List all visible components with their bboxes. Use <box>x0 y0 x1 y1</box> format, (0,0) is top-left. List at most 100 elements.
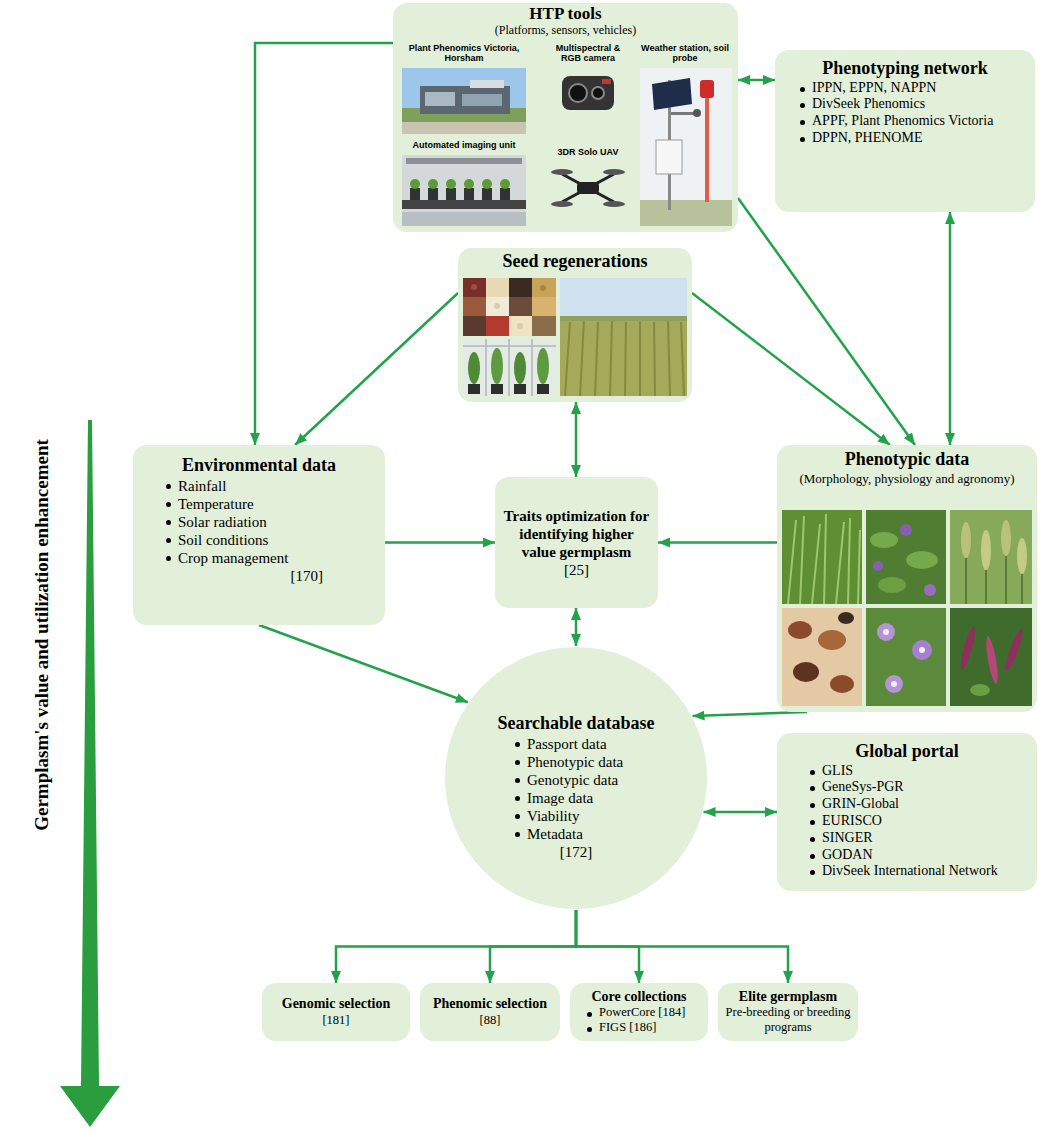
reference-number: [170] <box>145 567 373 585</box>
seed-mosaic-photo <box>494 303 500 309</box>
flow-arrow <box>295 293 458 445</box>
greenhouse-photo <box>537 384 549 394</box>
box-subtitle: Pre-breeding or breeding programs <box>724 1005 852 1035</box>
camera-photo <box>562 76 614 110</box>
output-box: Phenomic selection[88] <box>420 983 560 1041</box>
flow-arrow <box>692 293 890 445</box>
greenhouse-photo <box>491 348 503 384</box>
drone-photo <box>577 182 599 194</box>
pod-photo <box>950 608 1032 706</box>
bullet-item: GRIN-Global <box>809 796 1025 813</box>
box-subtitle: (Morphology, physiology and agronomy) <box>785 471 1029 487</box>
seed-mosaic-photo <box>509 316 532 336</box>
bullet-item: Phenotypic data <box>514 753 688 771</box>
flow-arrow <box>336 910 576 983</box>
purple-flower-photo <box>883 629 889 635</box>
imaging-unit-photo <box>406 158 522 164</box>
wheat-ear-photo <box>966 556 1022 604</box>
bullet-item: FIGS [186] <box>586 1020 702 1035</box>
database-circle: Searchable databasePassport dataPhenotyp… <box>444 646 708 910</box>
weather-station-photo <box>640 200 732 226</box>
greenhouse-photo <box>514 384 526 394</box>
box-subtitle: (Platforms, sensors, vehicles) <box>401 24 730 38</box>
reference-number: [88] <box>426 1013 554 1028</box>
pod-photo <box>984 636 1000 685</box>
reference-number: [172] <box>464 843 688 861</box>
purple-flower-photo <box>912 640 932 660</box>
purple-flower-photo <box>866 608 946 706</box>
wheat-field-photo <box>565 320 684 396</box>
greenhouse-photo <box>514 352 526 384</box>
network-box: Phenotyping networkIPPN, EPPN, NAPPNDivS… <box>775 50 1035 212</box>
pod-photo <box>970 684 990 696</box>
photo-caption: Plant Phenomics Victoria, Horsham <box>400 44 528 64</box>
box-heading: Phenotypic data <box>785 449 1029 471</box>
traits-box: Traits optimization for identifying high… <box>495 477 658 608</box>
seed-mosaic-photo <box>463 278 486 297</box>
weather-station-photo <box>705 98 709 202</box>
camera-photo <box>562 76 614 110</box>
greenhouse-photo <box>468 352 480 384</box>
purple-flower-photo <box>866 608 946 706</box>
pod-photo <box>958 626 977 671</box>
flowering-plant-photo <box>924 584 936 596</box>
bullet-item: APPF, Plant Phenomics Victoria <box>799 113 1023 130</box>
bullet-item: EURISCO <box>809 813 1025 830</box>
wheat-ear-photo <box>961 522 971 558</box>
drone-photo <box>603 201 625 207</box>
imaging-unit-photo <box>464 179 474 189</box>
wheat-field-photo <box>560 278 687 396</box>
weather-station-photo <box>640 68 732 226</box>
greenhouse-photo <box>463 339 556 396</box>
imaging-unit-photo <box>500 188 510 200</box>
seed-mosaic-photo <box>486 278 509 297</box>
seed-mosaic-photo <box>463 278 556 336</box>
bullet-item: Genotypic data <box>514 771 688 789</box>
photo-caption: 3DR Solo UAV <box>546 148 630 158</box>
purple-flower-photo <box>891 681 897 687</box>
camera-photo <box>592 87 604 99</box>
greenhouse-photo <box>463 339 556 396</box>
purple-flower-photo <box>919 647 925 653</box>
box-text: Traits optimization for identifying high… <box>503 507 650 561</box>
flowering-plant-photo <box>906 551 938 569</box>
bullet-item: DPPN, PHENOME <box>799 130 1023 147</box>
output-box: Genomic selection[181] <box>262 983 410 1041</box>
imaging-unit-photo <box>402 155 526 226</box>
wheat-field-photo <box>560 316 687 321</box>
imaging-unit-photo <box>402 212 526 226</box>
imaging-unit-photo <box>402 155 526 226</box>
flow-arrow <box>738 198 915 445</box>
photo-caption: Automated imaging unit <box>400 141 528 151</box>
seed-mosaic-photo <box>471 284 477 290</box>
imaging-unit-photo <box>446 188 456 200</box>
bullet-item: Passport data <box>514 735 688 753</box>
wheat-ear-photo <box>981 530 991 570</box>
bullet-item: Soil conditions <box>165 531 373 549</box>
wheat-ear-photo <box>950 510 1032 604</box>
box-heading: Searchable database <box>464 713 688 735</box>
seed-photo <box>782 608 862 706</box>
flowering-plant-photo <box>873 561 883 571</box>
seed-mosaic-photo <box>532 297 556 316</box>
bullet-item: Crop management <box>165 549 373 567</box>
bullet-item: SINGER <box>809 830 1025 847</box>
imaging-unit-photo <box>500 179 510 189</box>
flow-arrow <box>575 608 578 646</box>
greenhouse-photo <box>468 384 480 394</box>
seed-mosaic-photo <box>532 316 556 336</box>
imaging-unit-photo <box>410 188 420 200</box>
pod-photo <box>950 608 1032 706</box>
flow-arrow <box>738 79 775 82</box>
bullet-item: GLIS <box>809 763 1025 780</box>
bullet-item: Viability <box>514 807 688 825</box>
bullet-item: Metadata <box>514 825 688 843</box>
pod-photo <box>1003 628 1026 672</box>
drone-photo <box>551 169 573 175</box>
flow-arrow <box>949 212 952 445</box>
box-heading: Elite germplasm <box>724 989 852 1006</box>
facility-photo <box>420 86 510 114</box>
drone-photo <box>562 174 614 202</box>
imaging-unit-photo <box>428 188 438 200</box>
